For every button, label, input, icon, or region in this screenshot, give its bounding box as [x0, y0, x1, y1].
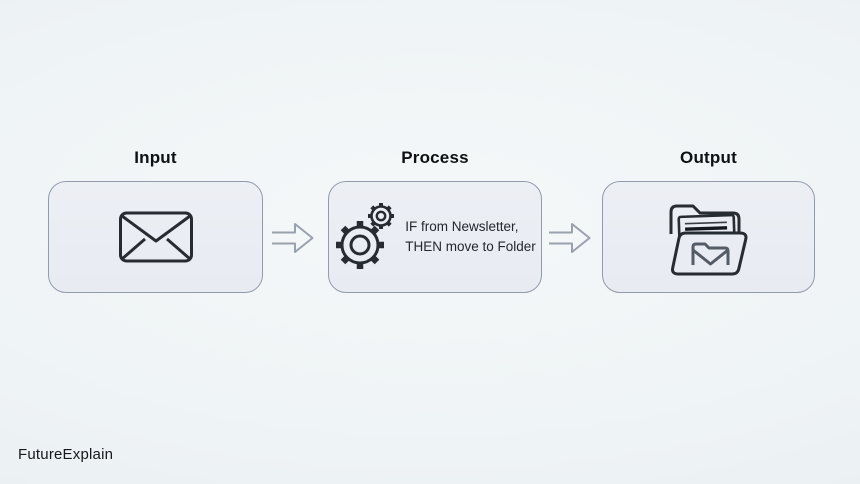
flow-arrow-right-icon: [548, 221, 592, 255]
step-process-box: IF from Newsletter, THEN move to Folder: [328, 181, 542, 293]
folder-open-icon: [657, 194, 761, 280]
gears-icon: [332, 196, 398, 278]
step-input: Input: [48, 148, 263, 293]
step-process-title: Process: [401, 148, 469, 167]
process-rule-line-1: IF from Newsletter,: [405, 218, 519, 234]
step-output-box: [602, 181, 815, 293]
step-process: Process: [328, 148, 542, 293]
flow-arrow-right-icon: [271, 221, 315, 255]
step-input-box: [48, 181, 263, 293]
envelope-icon: [118, 210, 194, 264]
step-input-title: Input: [134, 148, 177, 167]
process-rule-text: IF from Newsletter, THEN move to Folder: [405, 217, 536, 258]
brand-watermark: FutureExplain: [18, 446, 114, 463]
process-content: IF from Newsletter, THEN move to Folder: [326, 196, 544, 278]
step-output-title: Output: [680, 148, 737, 167]
process-rule-line-2: THEN move to Folder: [405, 239, 536, 254]
step-output: Output: [602, 148, 815, 293]
